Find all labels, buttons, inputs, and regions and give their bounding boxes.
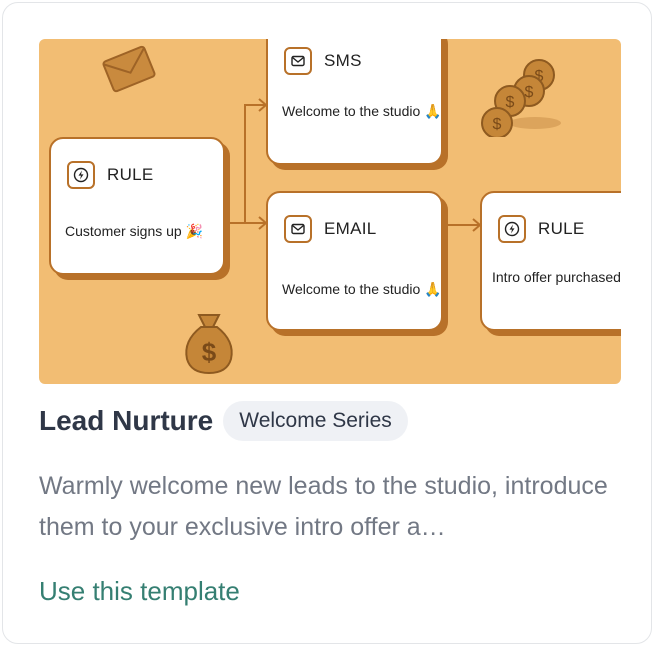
envelope-icon [284,215,312,243]
flow-node-sms: SMS Welcome to the studio 🙏 [266,39,443,165]
svg-text:$: $ [535,68,544,85]
node-type-label: RULE [107,165,154,184]
node-description: Customer signs up 🎉 [65,223,204,239]
node-type-label: RULE [538,219,585,238]
flow-node-rule-offer: RULE Intro offer purchased [480,191,621,331]
node-description: Welcome to the studio 🙏 [282,281,442,297]
svg-text:$: $ [202,337,217,367]
use-template-link[interactable]: Use this template [39,576,240,606]
flow-node-email: EMAIL Welcome to the studio 🙏 [266,191,443,331]
flow-node-rule-signup: RULE Customer signs up 🎉 [49,137,225,275]
template-description: Warmly welcome new leads to the studio, … [39,472,608,541]
node-description: Intro offer purchased [492,269,621,285]
bolt-icon [67,161,95,189]
money-bag-decoration-icon: $ [185,314,233,375]
node-description: Welcome to the studio 🙏 [282,103,442,119]
svg-text:$: $ [506,94,515,111]
envelope-decoration-icon [102,45,156,93]
flow-illustration: $ $ $ $ $ RULE Customer signs up 🎉 [39,39,621,384]
bolt-icon [498,215,526,243]
node-type-label: EMAIL [324,219,377,238]
envelope-icon [284,47,312,75]
template-title: Lead Nurture [39,405,214,436]
category-badge: Welcome Series [223,401,408,441]
svg-text:$: $ [525,84,534,101]
svg-text:$: $ [493,116,502,133]
coins-decoration-icon: $ $ $ $ [481,59,561,137]
title-row: Lead Nurture Welcome Series [39,401,408,441]
node-type-label: SMS [324,51,362,70]
